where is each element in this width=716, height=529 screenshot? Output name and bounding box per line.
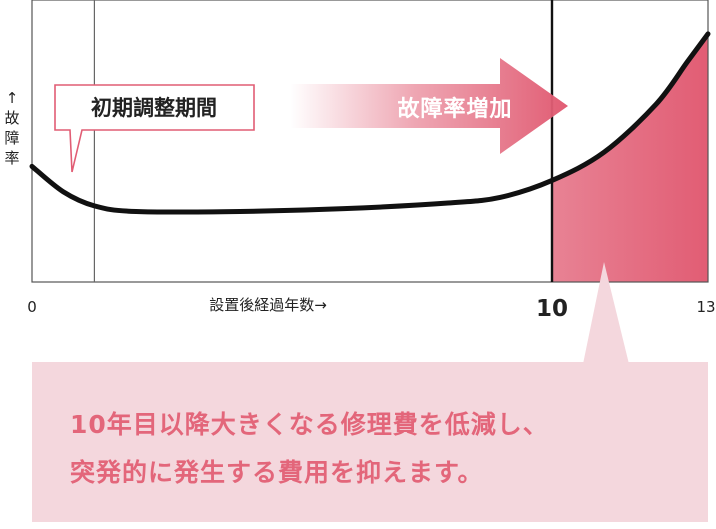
callout-line-2: 突発的に発生する費用を抑えます。 (70, 458, 484, 487)
x-tick-label: 10 (536, 296, 568, 322)
plot-frame (31, 0, 709, 283)
callout-line-1: 10年目以降大きくなる修理費を低減し、 (70, 410, 549, 439)
failure-rate-curve (29, 31, 711, 215)
callout-box (32, 362, 708, 522)
y-axis-label: ↑故障率 (4, 89, 19, 167)
x-tick-label: 13 (696, 298, 715, 316)
increase-arrow (290, 58, 568, 154)
x-axis-label: 設置後経過年数→ (209, 296, 327, 314)
x-tick-label: 0 (27, 298, 37, 316)
callout-pointer (583, 262, 629, 364)
initial-period-bubble (54, 84, 255, 173)
shaded-region (552, 33, 708, 282)
increase-arrow-label: 故障率増加 (397, 96, 512, 122)
initial-period-label: 初期調整期間 (91, 96, 217, 120)
